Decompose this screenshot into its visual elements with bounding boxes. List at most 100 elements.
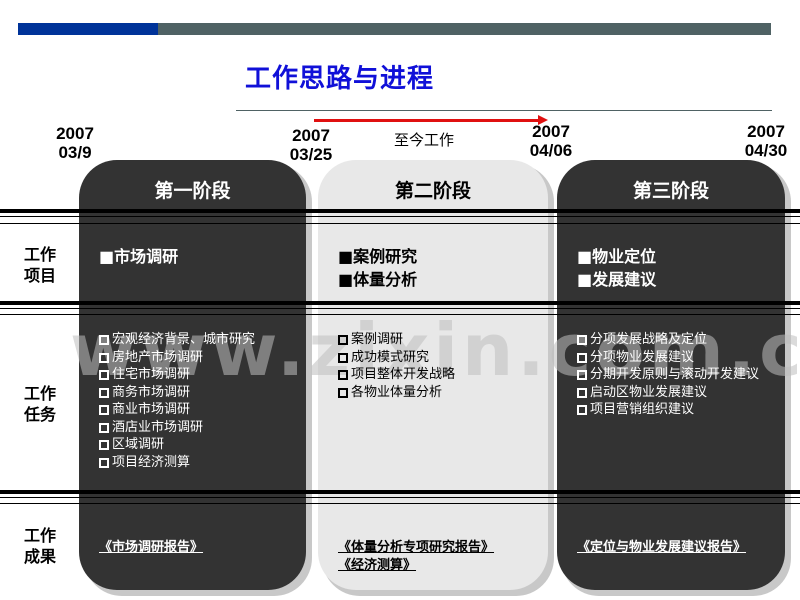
phase-3-items: ■物业定位 ■发展建议 xyxy=(577,245,656,291)
checkbox-icon xyxy=(338,335,348,345)
date-year: 2007 xyxy=(532,122,570,141)
task-item: 商业市场调研 xyxy=(99,401,299,419)
work-item: ■体量分析 xyxy=(338,270,418,289)
outcome-link[interactable]: 《体量分析专项研究报告》 xyxy=(338,540,495,555)
checkbox-icon xyxy=(338,387,348,398)
task-text: 项目整体开发战略 xyxy=(351,367,456,382)
task-item: 区域调研 xyxy=(99,436,299,454)
checkbox-icon xyxy=(99,422,109,433)
checkbox-icon xyxy=(99,457,109,468)
outcome-link[interactable]: 《市场调研报告》 xyxy=(99,540,204,555)
date-marker: 2007 04/06 xyxy=(522,122,580,160)
date-marker: 2007 04/30 xyxy=(736,122,796,160)
task-item: 案例调研 xyxy=(338,331,538,349)
task-item: 分项发展战略及定位 xyxy=(577,331,772,349)
task-item: 住宅市场调研 xyxy=(99,366,299,384)
task-item: 项目营销组织建议 xyxy=(577,401,772,419)
row-label-line: 项目 xyxy=(23,266,56,285)
work-item: ■案例研究 xyxy=(338,247,418,266)
checkbox-icon xyxy=(577,370,587,380)
phase-2-tasks: 案例调研 成功模式研究 项目整体开发战略 各物业体量分析 xyxy=(338,331,538,401)
row-divider xyxy=(0,308,800,309)
checkbox-icon xyxy=(99,440,109,450)
row-divider xyxy=(0,223,800,224)
task-item: 分期开发原则与滚动开发建议 xyxy=(577,366,772,384)
row-label-line: 工作 xyxy=(23,384,56,403)
phase-2-outcomes: 《体量分析专项研究报告》 《经济测算》 xyxy=(338,539,494,575)
task-text: 成功模式研究 xyxy=(351,349,430,365)
checkbox-icon xyxy=(338,352,348,363)
task-text: 分期开发原则与滚动开发建议 xyxy=(590,367,760,382)
date-year: 2007 xyxy=(56,124,94,143)
task-text: 商业市场调研 xyxy=(112,402,191,417)
phase-title: 第一阶段 xyxy=(154,180,231,202)
date-marker: 2007 03/9 xyxy=(48,124,102,162)
task-item: 项目整体开发战略 xyxy=(338,366,538,384)
checkbox-icon xyxy=(577,352,587,363)
work-item: ■市场调研 xyxy=(99,247,179,266)
current-work-label: 至今工作 xyxy=(394,131,455,149)
task-text: 项目营销组织建议 xyxy=(590,402,695,417)
task-item: 启动区物业发展建议 xyxy=(577,384,772,402)
phase-1-tasks: 宏观经济背景、城市研究 房地产市场调研 住宅市场调研 商务市场调研 商业市场调研… xyxy=(99,331,299,471)
task-item: 成功模式研究 xyxy=(338,349,538,367)
progress-arrow xyxy=(314,119,540,122)
task-text: 分项发展战略及定位 xyxy=(590,332,708,347)
task-item: 宏观经济背景、城市研究 xyxy=(99,331,299,349)
task-text: 商务市场调研 xyxy=(112,384,191,400)
row-divider xyxy=(0,490,800,494)
work-item: ■物业定位 xyxy=(577,247,657,266)
phase-3-tasks: 分项发展战略及定位 分项物业发展建议 分期开发原则与滚动开发建议 启动区物业发展… xyxy=(577,331,772,419)
task-text: 宏观经济背景、城市研究 xyxy=(112,332,256,347)
row-divider xyxy=(0,497,800,498)
task-text: 案例调研 xyxy=(351,332,404,347)
checkbox-icon xyxy=(577,405,587,415)
task-text: 住宅市场调研 xyxy=(112,367,191,382)
checkbox-icon xyxy=(577,387,587,398)
arrow-head-icon xyxy=(538,115,548,125)
phase-card-2: 第二阶段 xyxy=(318,160,548,590)
row-divider xyxy=(0,503,800,504)
page-title: 工作思路与进程 xyxy=(245,64,435,94)
task-item: 酒店业市场调研 xyxy=(99,419,299,437)
phase-title: 第二阶段 xyxy=(394,180,471,202)
date-day: 03/9 xyxy=(58,143,92,162)
date-day: 04/30 xyxy=(744,141,788,160)
outcome-link[interactable]: 《定位与物业发展建议报告》 xyxy=(577,540,747,555)
task-text: 项目经济测算 xyxy=(112,454,191,470)
row-label-line: 工作 xyxy=(23,526,56,545)
phase-3-outcomes: 《定位与物业发展建议报告》 xyxy=(577,539,746,557)
task-item: 分项物业发展建议 xyxy=(577,349,772,367)
task-text: 区域调研 xyxy=(112,437,165,452)
row-label-line: 工作 xyxy=(23,245,56,264)
phase-card-3: 第三阶段 xyxy=(557,160,785,590)
row-divider xyxy=(0,216,800,217)
date-year: 2007 xyxy=(292,126,330,145)
checkbox-icon xyxy=(338,370,348,380)
work-item: ■发展建议 xyxy=(577,270,657,289)
date-day: 04/06 xyxy=(529,141,573,160)
row-divider xyxy=(0,209,800,213)
row-label-line: 任务 xyxy=(23,405,56,424)
checkbox-icon xyxy=(99,387,109,398)
date-day: 03/25 xyxy=(289,145,333,164)
row-divider xyxy=(0,314,800,315)
phase-1-outcomes: 《市场调研报告》 xyxy=(99,539,203,557)
row-label-outcomes: 工作 成果 xyxy=(20,525,60,567)
phase-1-items: ■市场调研 xyxy=(99,245,178,268)
phase-2-items: ■案例研究 ■体量分析 xyxy=(338,245,417,291)
checkbox-icon xyxy=(99,370,109,380)
task-text: 各物业体量分析 xyxy=(351,384,443,400)
phase-title: 第三阶段 xyxy=(632,180,709,202)
checkbox-icon xyxy=(99,335,109,345)
checkbox-icon xyxy=(577,335,587,345)
task-text: 启动区物业发展建议 xyxy=(590,384,708,400)
checkbox-icon xyxy=(99,352,109,363)
checkbox-icon xyxy=(99,405,109,415)
header-accent-bar xyxy=(18,23,158,35)
title-divider xyxy=(236,110,772,111)
outcome-link[interactable]: 《经济测算》 xyxy=(338,558,417,573)
task-item: 项目经济测算 xyxy=(99,454,299,472)
row-label-items: 工作 项目 xyxy=(20,244,60,286)
phase-card-1: 第一阶段 xyxy=(79,160,306,590)
